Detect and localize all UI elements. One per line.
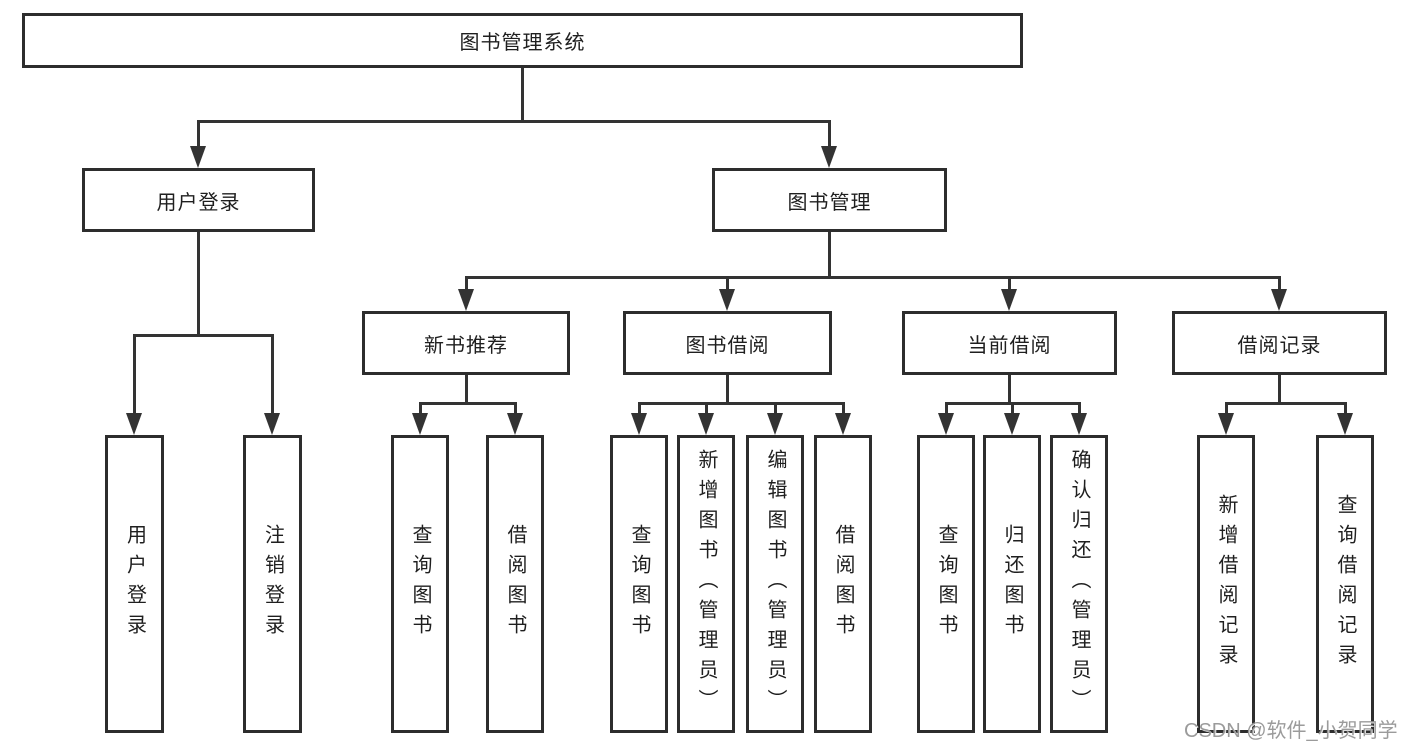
edge-to-borrow-records [1278, 276, 1281, 292]
node-book-borrow: 图书借阅 [623, 311, 832, 375]
leaf-borrow-books-2-label: 借阅图书 [832, 524, 854, 644]
leaf-confirm-return-admin: 确认归还（管理员） [1050, 435, 1108, 733]
edge-to-leaf [271, 334, 274, 415]
arrow-down-icon [1271, 289, 1287, 311]
edge-book-mgmt-split [465, 276, 1281, 279]
edge-to-book-borrow [726, 276, 729, 292]
leaf-query-books-3: 查询图书 [917, 435, 975, 733]
arrow-down-icon [1004, 413, 1020, 435]
edge-stem [465, 375, 468, 405]
leaf-edit-books-admin-label: 编辑图书（管理员） [764, 449, 786, 719]
edge-to-user-login [197, 120, 200, 148]
leaf-return-books-label: 归还图书 [1001, 524, 1023, 644]
edge-stem [1278, 375, 1281, 405]
leaf-borrow-books-1-label: 借阅图书 [504, 524, 526, 644]
leaf-query-borrow-record-label: 查询借阅记录 [1334, 494, 1356, 674]
edge-to-leaf [419, 402, 422, 415]
arrow-down-icon [1071, 413, 1087, 435]
leaf-query-books-3-label: 查询图书 [935, 524, 957, 644]
edge-to-leaf [1344, 402, 1347, 415]
node-library-system: 图书管理系统 [22, 13, 1023, 68]
edge-to-leaf [705, 402, 708, 415]
edge-to-leaf [638, 402, 641, 415]
edge-user-login-split [133, 334, 274, 337]
leaf-user-login-label: 用户登录 [123, 524, 146, 644]
arrow-down-icon [719, 289, 735, 311]
node-user-login-label: 用户登录 [156, 191, 241, 214]
node-new-book-recommend: 新书推荐 [362, 311, 570, 375]
arrow-down-icon [767, 413, 783, 435]
leaf-borrow-books-1: 借阅图书 [486, 435, 544, 733]
leaf-logout: 注销登录 [243, 435, 302, 733]
node-current-borrow: 当前借阅 [902, 311, 1117, 375]
leaf-add-borrow-record: 新增借阅记录 [1197, 435, 1255, 733]
edge-to-leaf [945, 402, 948, 415]
leaf-add-books-admin: 新增图书（管理员） [677, 435, 735, 733]
node-book-management: 图书管理 [712, 168, 947, 232]
edge-to-leaf [1225, 402, 1228, 415]
arrow-down-icon [821, 146, 837, 168]
edge-to-new-book [465, 276, 468, 292]
leaf-query-books-1: 查询图书 [391, 435, 449, 733]
leaf-return-books: 归还图书 [983, 435, 1041, 733]
edge-to-leaf [774, 402, 777, 415]
arrow-down-icon [1337, 413, 1353, 435]
edge-to-leaf [133, 334, 136, 415]
arrow-down-icon [1218, 413, 1234, 435]
arrow-down-icon [458, 289, 474, 311]
arrow-down-icon [126, 413, 142, 435]
leaf-query-books-2: 查询图书 [610, 435, 668, 733]
arrow-down-icon [698, 413, 714, 435]
edge-to-current-borrow [1008, 276, 1011, 292]
leaf-user-login: 用户登录 [105, 435, 164, 733]
edge-to-leaf [1011, 402, 1014, 415]
leaf-add-borrow-record-label: 新增借阅记录 [1215, 494, 1237, 674]
arrow-down-icon [631, 413, 647, 435]
edge-book-mgmt-stem [828, 232, 831, 279]
edge-root-stem [521, 68, 524, 123]
leaf-logout-label: 注销登录 [261, 524, 284, 644]
edge-to-leaf [842, 402, 845, 415]
node-book-borrow-label: 图书借阅 [685, 334, 770, 357]
arrow-down-icon [1001, 289, 1017, 311]
edge-to-leaf [1078, 402, 1081, 415]
edge-to-book-management [828, 120, 831, 148]
edge-stem [726, 375, 729, 405]
arrow-down-icon [835, 413, 851, 435]
node-user-login: 用户登录 [82, 168, 315, 232]
node-new-book-recommend-label: 新书推荐 [424, 334, 508, 357]
leaf-query-books-1-label: 查询图书 [409, 524, 431, 644]
leaf-query-borrow-record: 查询借阅记录 [1316, 435, 1374, 733]
edge-user-login-stem [197, 232, 200, 337]
leaf-confirm-return-admin-label: 确认归还（管理员） [1068, 449, 1090, 719]
node-current-borrow-label: 当前借阅 [967, 334, 1052, 357]
arrow-down-icon [412, 413, 428, 435]
leaf-add-books-admin-label: 新增图书（管理员） [695, 449, 717, 719]
edge-root-split [197, 120, 831, 123]
edge-split [419, 402, 517, 405]
arrow-down-icon [938, 413, 954, 435]
edge-split [1225, 402, 1346, 405]
node-library-system-label: 图书管理系统 [459, 32, 586, 54]
node-borrow-records-label: 借阅记录 [1237, 334, 1322, 357]
node-borrow-records: 借阅记录 [1172, 311, 1387, 375]
csdn-watermark: CSDN @软件_小贺同学 [1184, 720, 1398, 742]
edge-to-leaf [514, 402, 517, 415]
arrow-down-icon [264, 413, 280, 435]
leaf-edit-books-admin: 编辑图书（管理员） [746, 435, 804, 733]
leaf-query-books-2-label: 查询图书 [628, 524, 650, 644]
edge-split [638, 402, 844, 405]
leaf-borrow-books-2: 借阅图书 [814, 435, 872, 733]
edge-stem [1008, 375, 1011, 405]
arrow-down-icon [507, 413, 523, 435]
node-book-management-label: 图书管理 [787, 191, 872, 214]
arrow-down-icon [190, 146, 206, 168]
